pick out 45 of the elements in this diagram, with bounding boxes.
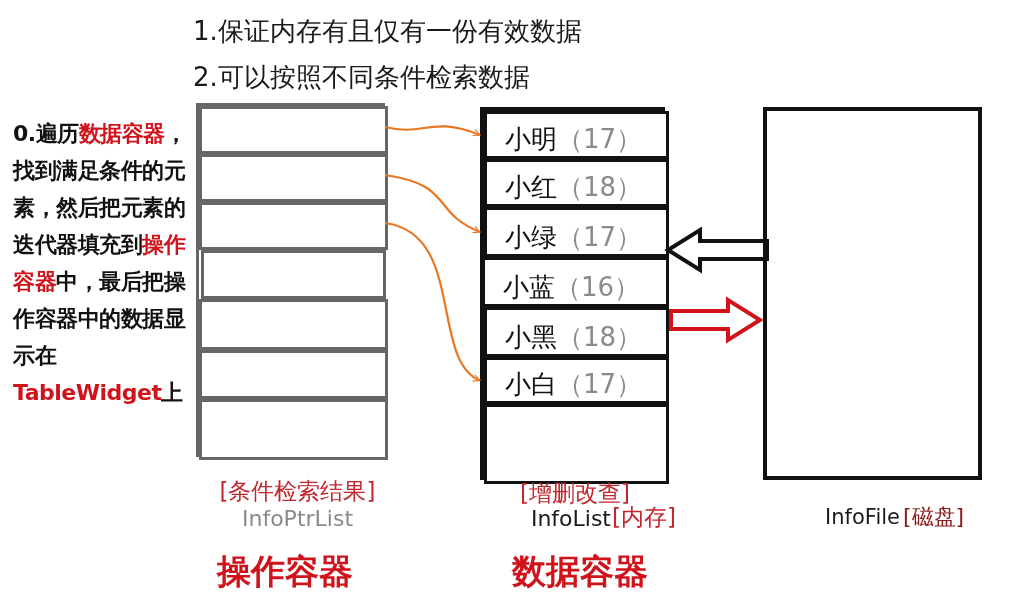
list-row bbox=[484, 207, 669, 257]
note-text: 1.保证内存有且仅有一份有效数据 bbox=[193, 15, 583, 48]
list-row bbox=[484, 307, 669, 357]
name-text: 小红 bbox=[505, 172, 557, 202]
container-box bbox=[196, 103, 385, 457]
slot-box bbox=[199, 350, 388, 399]
name-text: 小黑 bbox=[505, 322, 557, 352]
caption-text: InfoPtrList bbox=[241, 505, 354, 533]
caption-text: 数据容器 bbox=[510, 550, 649, 593]
caption-text: [内存] bbox=[612, 504, 677, 532]
block-arrow bbox=[669, 296, 764, 344]
slot-box bbox=[201, 250, 386, 299]
slot-box bbox=[199, 202, 388, 250]
age-text: （17） bbox=[557, 222, 643, 252]
container-box bbox=[763, 107, 982, 480]
arrow bbox=[384, 221, 481, 382]
note-text: 2.可以按照不同条件检索数据 bbox=[193, 61, 531, 94]
caption-text: 操作容器 bbox=[215, 550, 354, 593]
name-text: 小绿 bbox=[505, 222, 557, 252]
name-text: 小白 bbox=[505, 369, 557, 399]
slot-box bbox=[199, 399, 388, 460]
age-text: （18） bbox=[557, 322, 643, 352]
caption-text: [磁盘] bbox=[903, 503, 966, 531]
list-row bbox=[484, 357, 669, 404]
list-row bbox=[482, 257, 669, 307]
slot-box bbox=[484, 404, 669, 484]
list-row bbox=[484, 159, 669, 207]
caption-text: InfoFile bbox=[824, 504, 900, 531]
slot-box bbox=[199, 154, 388, 202]
slot-box bbox=[199, 106, 388, 154]
slot-box bbox=[199, 299, 388, 350]
arrow bbox=[384, 125, 481, 137]
age-text: （16） bbox=[555, 272, 641, 302]
caption-text: [增删改查] bbox=[519, 479, 631, 506]
name-text: 小蓝 bbox=[503, 272, 555, 302]
block-arrow bbox=[664, 226, 769, 274]
caption-text: InfoList bbox=[529, 505, 611, 533]
caption-text: [条件检索结果] bbox=[218, 477, 377, 506]
age-text: （17） bbox=[557, 369, 643, 399]
arrow bbox=[384, 173, 481, 233]
age-text: （17） bbox=[557, 124, 643, 154]
name-text: 小明 bbox=[505, 124, 557, 154]
list-row bbox=[484, 111, 669, 159]
age-text: （18） bbox=[557, 172, 643, 202]
description-paragraph: 0.遍历数据容器，找到满足条件的元素，然后把元素的迭代器填充到操作容器中，最后把操作容器中的数据显示在 TableWidget上 bbox=[13, 120, 188, 407]
